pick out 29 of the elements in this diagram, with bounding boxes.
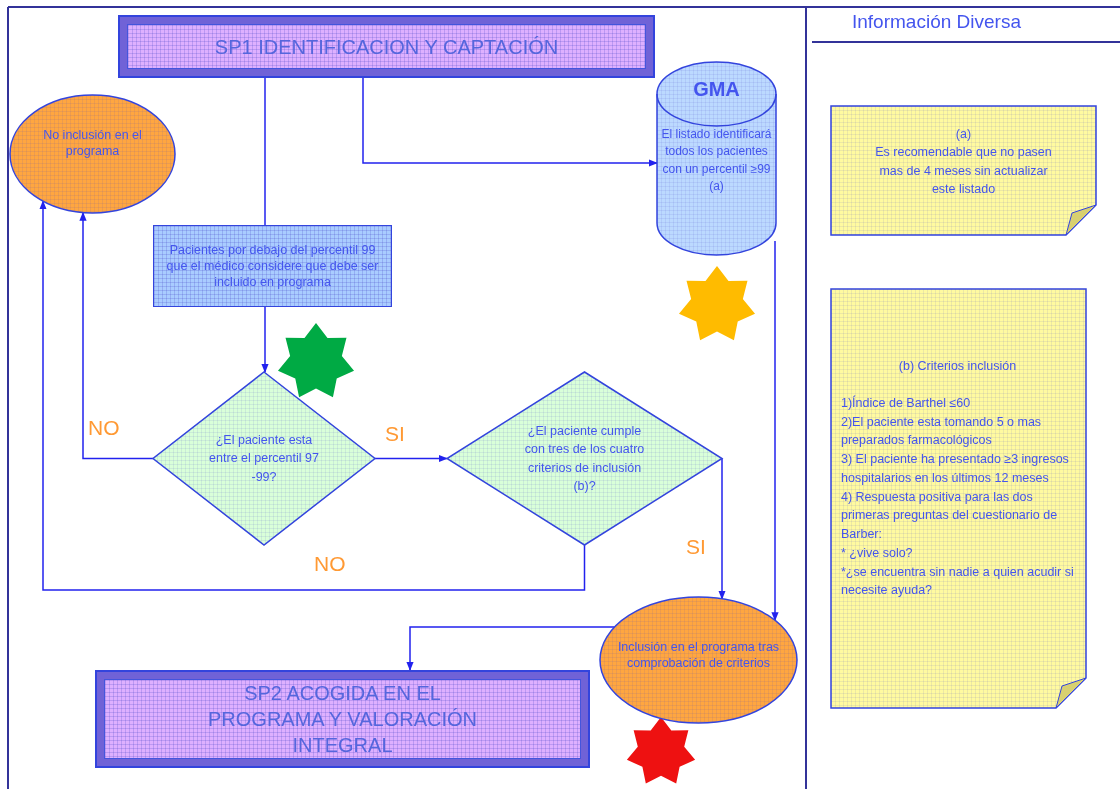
connector-arrow bbox=[718, 457, 726, 600]
panel-heading: Información Diversa bbox=[851, 12, 1022, 33]
process-box bbox=[95, 670, 590, 768]
note-text: Es recomendable que no pasen mas de 4 meses sin actualizar este listado bbox=[874, 144, 1053, 198]
connector-arrow bbox=[771, 240, 779, 622]
node-text: Pacientes por debajo del percentil 99 que el médico considere que debe ser incluido en programa bbox=[165, 241, 380, 291]
connector-arrow bbox=[261, 306, 269, 373]
note-text: 1)Índice de Barthel ≤60 bbox=[841, 394, 971, 412]
connector-arrow bbox=[39, 200, 586, 591]
connector-arrow bbox=[406, 626, 616, 671]
note-text: *¿se encuentra sin nadie a quien acudir si necesite ayuda? bbox=[841, 563, 1074, 600]
decision-text: ¿El paciente cumple con tres de los cuatro criterios de inclusión (b)? bbox=[523, 423, 646, 495]
process-title: SP2 ACOGIDA EN EL PROGRAMA Y VALORACIÓN INTEGRAL bbox=[207, 681, 478, 758]
process-box bbox=[153, 225, 392, 307]
note-text: * ¿vive solo? bbox=[841, 544, 913, 562]
note-heading: (b) Criterios inclusión bbox=[898, 358, 1017, 375]
node-text: No inclusión en el programa bbox=[42, 126, 143, 160]
note-text: 2)El paciente esta tomando 5 o mas preparados farmacológicos bbox=[841, 413, 1043, 450]
note-text: 4) Respuesta positiva para las dos primeras preguntas del cuestionario de Barber: bbox=[841, 488, 1059, 543]
database-heading: GMA bbox=[693, 77, 740, 102]
connector-arrow bbox=[362, 77, 658, 167]
note-heading: (a) bbox=[954, 126, 973, 144]
process-title: SP1 IDENTIFICACION Y CAPTACIÓN bbox=[213, 34, 560, 60]
note-text: 3) El paciente ha presentado ≥3 ingresos hospitalarios en los últimos 12 meses bbox=[841, 451, 1070, 487]
decision-text: ¿El paciente esta entre el percentil 97 -99? bbox=[208, 432, 320, 486]
node-text: Inclusión en el programa tras comprobación de criterios bbox=[616, 638, 781, 672]
node-text: El listado identificará todos los pacientes con un percentil ≥99 (a) bbox=[660, 126, 773, 196]
process-box bbox=[118, 15, 655, 78]
connector-arrow bbox=[374, 454, 448, 463]
